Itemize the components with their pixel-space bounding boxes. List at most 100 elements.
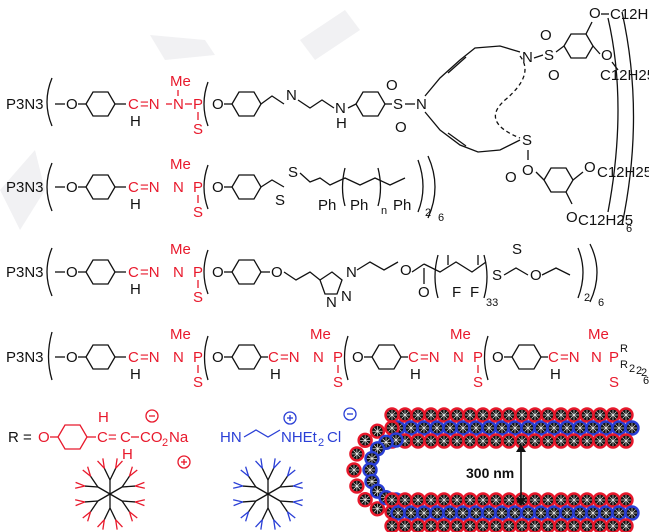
dendrimer-branch (134, 499, 145, 503)
bond (356, 261, 399, 271)
close-bracket (607, 17, 619, 213)
particle-ray (453, 411, 461, 419)
particle-ray (596, 496, 604, 504)
watermark-shape (300, 10, 360, 60)
dendrimer-branch (103, 468, 111, 481)
dendrimer-branch (279, 500, 288, 513)
particle-ray (511, 509, 519, 517)
open-bracket (46, 77, 53, 127)
particle-ray (420, 509, 428, 517)
atom-label: Na (169, 429, 189, 446)
atom-label: O (66, 96, 78, 113)
bond (260, 179, 285, 188)
particle-ray (479, 522, 487, 530)
atom-label: N (522, 49, 533, 66)
particle-ray (433, 424, 441, 432)
arrow-down-icon (516, 498, 526, 506)
dendrimer-branch (255, 493, 269, 502)
atom-label: C (548, 349, 559, 366)
particle-ray (479, 411, 487, 419)
atom-label: S (193, 289, 203, 306)
particle-ray (550, 424, 558, 432)
dendrimer-branch (115, 519, 118, 530)
particle-ray (373, 487, 382, 495)
atom-label: 2 (318, 437, 324, 449)
particle-ray (368, 454, 376, 463)
atom-label: O (540, 27, 552, 44)
particle-ray (466, 496, 474, 504)
particle-ray (505, 496, 513, 504)
structure-row-4: P3N3 O C H =N N Me P S O C H =N N Me P S… (6, 326, 649, 391)
particle-ray (505, 411, 513, 419)
structure-row-1: P3N3 O C H =N N Me P S O N N H S O O N (6, 5, 649, 235)
dendrimer-branch (97, 460, 105, 469)
atom-label: CO (140, 429, 163, 446)
particle-ray (531, 522, 539, 530)
particle-ray (479, 437, 487, 445)
particle-ray (373, 505, 382, 513)
particle-ray (414, 496, 422, 504)
particle-ray (440, 522, 448, 530)
atom-label: N (346, 264, 357, 281)
atom-label: N (173, 96, 184, 113)
atom-label: O (418, 284, 430, 301)
atom-label: P (473, 349, 483, 366)
atom-label: Me (170, 73, 191, 90)
particle-ray (459, 509, 467, 517)
particle-ray (446, 509, 454, 517)
particle-ray (531, 437, 539, 445)
particle-ray (563, 424, 571, 432)
atom-label: Me (588, 326, 609, 343)
atom-label: F (470, 284, 479, 301)
particle-ray (407, 424, 415, 432)
dendrimer-branch (287, 511, 296, 519)
particle-ray (472, 424, 480, 432)
dendrimer-branch (267, 468, 275, 481)
atom-label: H (550, 366, 561, 383)
arrow-up-icon (516, 444, 526, 452)
bond (592, 45, 601, 55)
dendrimer-blue-icon (233, 458, 303, 530)
benzene-ring (85, 344, 116, 370)
dendrimer-branch (128, 466, 133, 477)
dendrimer-branch (90, 475, 99, 488)
core-label: P3N3 (6, 349, 44, 366)
dendrimer-branch (75, 501, 86, 507)
atom-label: O (584, 159, 596, 176)
repeat-subscript: 33 (486, 297, 498, 309)
dendrimer-branch (267, 493, 281, 502)
bond (533, 54, 544, 59)
atom-label: C12H25 (610, 6, 649, 23)
particle-ray (524, 424, 532, 432)
dendrimer-branch (260, 458, 263, 469)
atom-label: H (130, 281, 141, 298)
dendrimer-branch (292, 501, 303, 507)
atom-label: P (609, 349, 619, 366)
atom-label: O (566, 209, 578, 226)
particle-ray (622, 496, 630, 504)
atom-label: NHEt (281, 429, 318, 446)
atom-label: = (108, 429, 117, 446)
particle-ray (570, 496, 578, 504)
dendrimer-branch (97, 519, 105, 528)
open-bracket (341, 167, 346, 207)
open-bracket (203, 81, 209, 127)
particle-ray (401, 522, 409, 530)
particle-ray (440, 496, 448, 504)
dendrimer-branch (97, 486, 111, 495)
particle-ray (373, 427, 382, 435)
particle-ray (524, 509, 532, 517)
particle-ray (622, 411, 630, 419)
bond (411, 263, 425, 273)
atom-label: O (66, 264, 78, 281)
watermark-shape (150, 35, 215, 60)
structure-row-3: P3N3 O C H =N N Me P S O O N N N O O F (6, 241, 604, 311)
atom-label: S (333, 374, 343, 391)
particle-ray (505, 437, 513, 445)
atom-label: O (386, 77, 398, 94)
atom-label: Ph (393, 197, 411, 214)
particle-ray (492, 522, 500, 530)
atom-label: O (601, 47, 613, 64)
dendrimer-branch (292, 481, 303, 487)
dendrimer-branch (121, 500, 130, 513)
